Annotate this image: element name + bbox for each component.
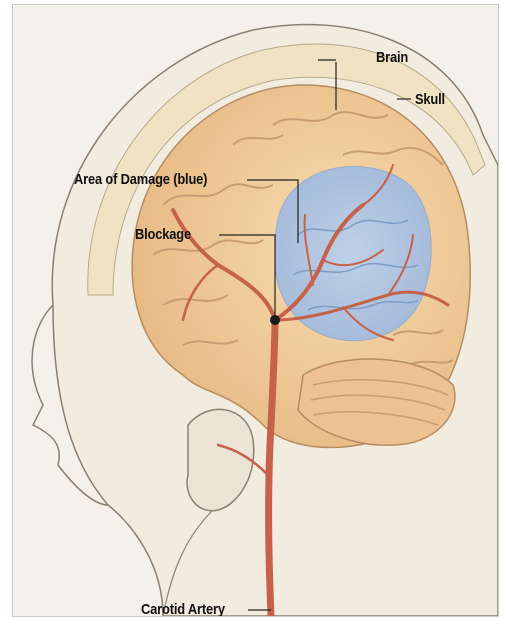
blockage-dot <box>270 315 280 325</box>
label-carotid: Carotid Artery <box>141 601 225 617</box>
label-skull: Skull <box>415 91 445 108</box>
label-blockage: Blockage <box>135 226 191 243</box>
illustration-frame: Brain Skull Area of Damage (blue) Blocka… <box>12 4 499 617</box>
label-brain: Brain <box>376 49 408 66</box>
label-damage: Area of Damage (blue) <box>74 171 207 188</box>
